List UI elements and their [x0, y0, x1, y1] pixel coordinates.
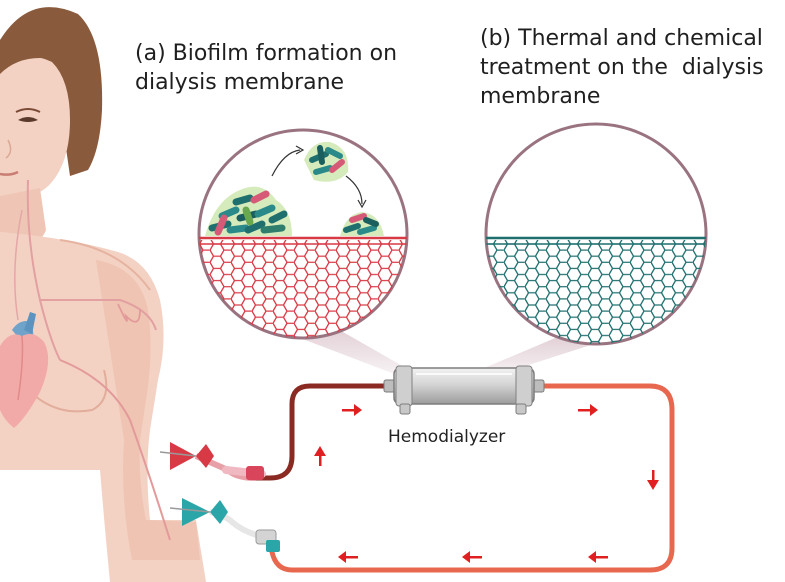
hemodialyzer-label: Hemodialyzer	[388, 427, 506, 447]
bacteria-cluster	[304, 141, 349, 182]
flow-arrow	[342, 404, 362, 416]
bacteria-cluster	[340, 212, 384, 236]
flow-arrow	[314, 446, 326, 466]
panel-a-title: (a) Biofilm formation on dialysis membra…	[135, 39, 397, 97]
flow-arrow	[588, 551, 608, 563]
panel-b-title-line2: treatment on the dialysis	[480, 55, 764, 80]
blood-circuit	[253, 383, 675, 573]
bacteria-cluster	[205, 186, 292, 236]
panel-b-title-line1: (b) Thermal and chemical	[480, 26, 763, 51]
membrane-mesh	[199, 240, 407, 338]
needle-teal	[169, 498, 280, 552]
panel-a-title-line2: dialysis membrane	[135, 70, 345, 95]
flow-arrow	[338, 551, 358, 563]
flow-arrows	[314, 404, 659, 563]
flow-arrow	[462, 551, 482, 563]
person-illustration	[0, 7, 206, 582]
needle-red	[159, 442, 266, 481]
lens-a-cone	[300, 328, 420, 380]
dialyzer-cartridge	[383, 365, 545, 415]
panel-a-title-line1: (a) Biofilm formation on	[135, 41, 398, 66]
lens-biofilm	[197, 128, 409, 340]
panel-b-title: (b) Thermal and chemical treatment on th…	[480, 24, 764, 111]
lens-clean	[484, 122, 708, 346]
panel-b-title-line3: membrane	[480, 84, 601, 109]
heart-icon	[0, 312, 49, 428]
flow-arrow	[578, 404, 598, 416]
flow-arrow	[647, 470, 659, 490]
membrane-mesh	[486, 240, 706, 344]
